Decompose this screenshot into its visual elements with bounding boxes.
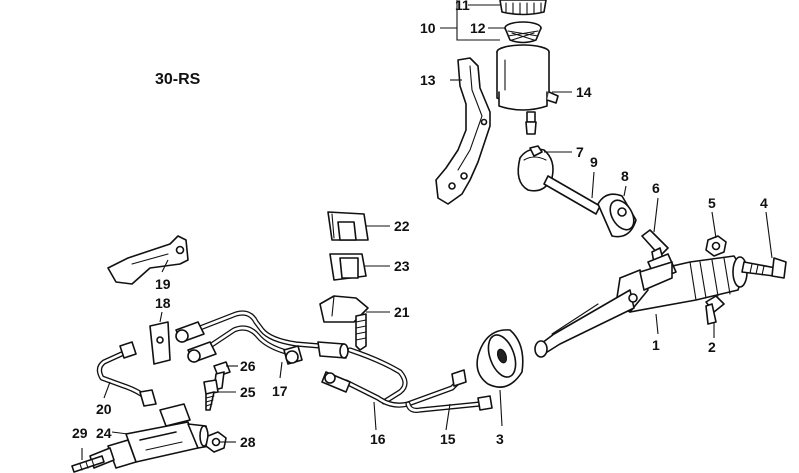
nut-5 xyxy=(705,235,727,257)
callout-18: 18 xyxy=(155,295,171,311)
callout-14: 14 xyxy=(576,84,592,100)
slave-cylinder xyxy=(534,253,748,358)
callout-11: 11 xyxy=(455,0,470,13)
callout-17: 17 xyxy=(272,383,288,399)
reservoir-cap xyxy=(499,0,547,16)
callout-9: 9 xyxy=(590,154,598,170)
bolt-2 xyxy=(705,295,725,325)
callout-7: 7 xyxy=(576,144,584,160)
callout-22: 22 xyxy=(394,218,410,234)
nut-28 xyxy=(205,431,227,453)
hydraulic-pipes xyxy=(96,310,483,413)
grommet xyxy=(476,329,524,388)
bolt-4 xyxy=(741,257,787,279)
pipe-clip-21 xyxy=(319,295,369,351)
callout-25: 25 xyxy=(240,384,256,400)
pipe-clip-23 xyxy=(329,253,367,281)
rubber-boot xyxy=(597,193,637,238)
callout-23: 23 xyxy=(394,258,410,274)
callout-16: 16 xyxy=(370,431,386,447)
master-cylinder xyxy=(89,403,211,469)
mounting-bracket xyxy=(107,235,189,285)
pipe-fittings xyxy=(119,321,493,411)
stud-29 xyxy=(71,455,105,473)
callout-12: 12 xyxy=(470,20,486,36)
callout-19: 19 xyxy=(155,276,171,292)
reservoir-bracket xyxy=(435,57,491,205)
callout-10: 10 xyxy=(420,20,436,36)
callout-26: 26 xyxy=(240,358,256,374)
callout-8: 8 xyxy=(621,168,629,184)
callout-28: 28 xyxy=(240,434,256,450)
reservoir-strainer xyxy=(504,21,542,44)
callout-6: 6 xyxy=(652,180,660,196)
callout-3: 3 xyxy=(496,431,504,447)
pushrod-boot xyxy=(517,145,601,215)
pipe-bracket xyxy=(149,321,171,365)
callout-21: 21 xyxy=(394,304,410,320)
callout-15: 15 xyxy=(440,431,456,447)
diagram-code: 30-RS xyxy=(155,71,201,88)
callout-5: 5 xyxy=(708,195,716,211)
callout-labels: 11 10 12 13 14 7 9 8 6 5 4 1 2 3 22 23 2… xyxy=(72,0,768,450)
fluid-reservoir xyxy=(496,44,559,135)
callout-2: 2 xyxy=(708,339,716,355)
pipe-clip-22 xyxy=(327,211,369,241)
callout-1: 1 xyxy=(652,337,660,353)
callout-4: 4 xyxy=(760,195,768,211)
callout-24: 24 xyxy=(96,425,112,441)
callout-29: 29 xyxy=(72,425,88,441)
bleed-screw-25 xyxy=(203,379,219,411)
callout-20: 20 xyxy=(96,401,112,417)
leader-lines xyxy=(81,0,773,460)
callout-13: 13 xyxy=(420,72,436,88)
